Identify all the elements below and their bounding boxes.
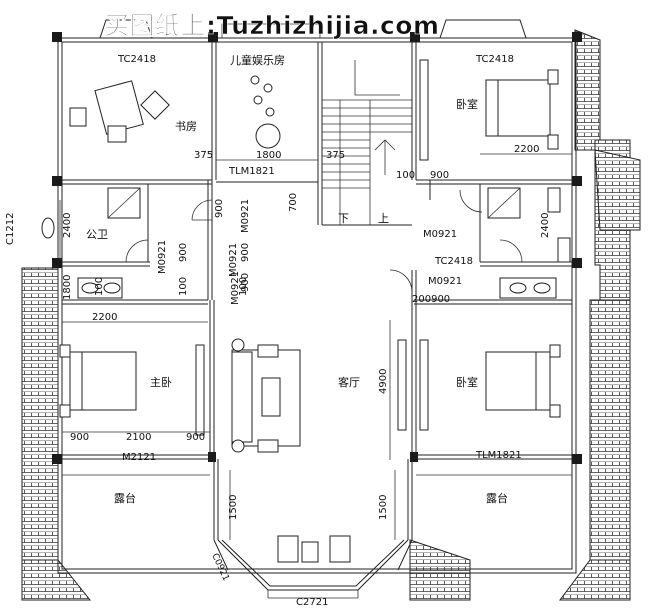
east-bedroom-furniture bbox=[397, 339, 561, 431]
window-tc-e-label: TC2418 bbox=[434, 256, 473, 267]
dim-375-left: 375 bbox=[194, 150, 213, 161]
door-m-e2-label: M0921 bbox=[230, 271, 241, 305]
dim-2400-a: 2400 bbox=[62, 213, 73, 238]
terrace-west-label: 露台 bbox=[114, 491, 136, 505]
ne-bedroom-label: 卧室 bbox=[456, 97, 478, 111]
door-m-master-s-label: M2121 bbox=[122, 452, 156, 463]
window-tc-nw-label: TC2418 bbox=[117, 54, 156, 65]
dim-700: 700 bbox=[288, 193, 299, 212]
door-tlm-e-label: TLM1821 bbox=[475, 450, 522, 461]
door-m-east-label: M0921 bbox=[428, 276, 462, 287]
door-m-hall-label: M0921 bbox=[423, 229, 457, 240]
dim-100-a: 100 bbox=[396, 170, 415, 181]
east-bedroom-label: 卧室 bbox=[456, 375, 478, 389]
dimension-lines bbox=[59, 153, 573, 540]
exterior-walls bbox=[52, 32, 582, 574]
dim-1500-a: 1500 bbox=[228, 495, 239, 520]
door-tlm-kids-label: TLM1821 bbox=[228, 166, 275, 177]
window-c-west-label: C1212 bbox=[5, 213, 16, 245]
dim-900-c: 900 bbox=[430, 170, 449, 181]
window-c-corner-label: C0921 bbox=[209, 552, 230, 583]
bath-fixtures bbox=[41, 187, 571, 563]
door-swings bbox=[125, 189, 523, 293]
dim-900-e: 900 bbox=[240, 273, 251, 292]
roof-eaves bbox=[21, 29, 641, 601]
master-bedroom-furniture bbox=[59, 344, 205, 436]
dim-4900: 4900 bbox=[378, 369, 389, 394]
ne-bedroom-furniture bbox=[419, 59, 559, 161]
door-m-master-label: M0921 bbox=[228, 243, 239, 277]
dim-2200-a: 2200 bbox=[514, 144, 539, 155]
terraces bbox=[62, 459, 572, 599]
dim-375-right: 375 bbox=[326, 150, 345, 161]
dim-900-b: 900 bbox=[240, 243, 251, 262]
dim-1500-b: 1500 bbox=[378, 495, 389, 520]
dim-200900: 200900 bbox=[412, 294, 450, 305]
dim-100-b: 100 bbox=[178, 277, 189, 296]
watermark-text: 买图纸上:Tuzhizhijia.com bbox=[104, 11, 440, 40]
dim-900-f: 900 bbox=[70, 432, 89, 443]
kids-room-label: 儿童娱乐房 bbox=[230, 53, 285, 67]
living-room-furniture bbox=[231, 338, 301, 453]
dim-1800: 1800 bbox=[256, 150, 281, 161]
dim-900-g: 900 bbox=[186, 432, 205, 443]
dim-900-d: 900 bbox=[178, 243, 189, 262]
dim-1800-b: 1800 bbox=[62, 275, 73, 300]
dim-100-d: 100 bbox=[94, 277, 105, 296]
public-wc-label: 公卫 bbox=[86, 228, 108, 241]
dim-2200-b: 2200 bbox=[92, 312, 117, 323]
dim-100-c: 100 bbox=[238, 277, 249, 296]
dim-900-a: 900 bbox=[214, 199, 225, 218]
study-label: 书房 bbox=[175, 120, 197, 133]
kids-room-furniture bbox=[250, 75, 281, 149]
window-tc-ne-label: TC2418 bbox=[475, 54, 514, 65]
dim-2100: 2100 bbox=[126, 432, 151, 443]
terrace-east-label: 露台 bbox=[486, 491, 508, 505]
master-bedroom-label: 主卧 bbox=[150, 376, 172, 389]
living-room-label: 客厅 bbox=[338, 375, 360, 389]
window-c-south-label: C2721 bbox=[296, 597, 328, 608]
staircase bbox=[322, 60, 412, 225]
top-bay-window bbox=[99, 19, 527, 39]
stair-up-label: 上 bbox=[378, 212, 389, 225]
stair-down-label: 下 bbox=[338, 212, 349, 225]
interior-walls bbox=[62, 42, 572, 460]
study-furniture bbox=[69, 80, 170, 143]
dim-2400-b: 2400 bbox=[540, 213, 551, 238]
door-m-kids-label: M0921 bbox=[240, 199, 251, 233]
door-m-wc-label: M0921 bbox=[157, 240, 168, 274]
